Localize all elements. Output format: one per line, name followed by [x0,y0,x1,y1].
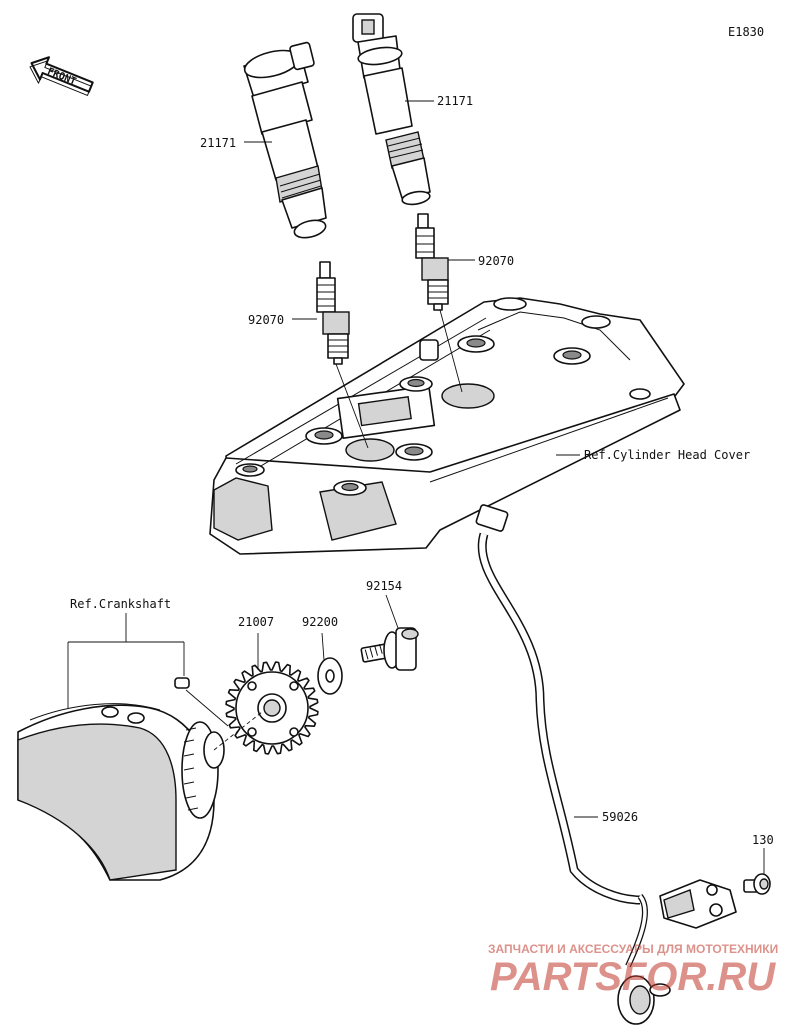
label-crankshaft-ref: Ref.Crankshaft [70,597,171,611]
ignition-coil-right [352,13,431,206]
label-rotor-bolt: 92154 [366,579,402,593]
crankshaft-gear [181,721,225,819]
label-plug-left: 92070 [248,313,284,327]
label-coil-right: 21171 [437,94,473,108]
watermark-tagline: ЗАПЧАСТИ И АКСЕССУАРЫ ДЛЯ МОТОТЕХНИКИ [488,942,778,956]
woodruff-key [174,677,190,689]
crankshaft [17,677,225,881]
spark-plug-left [316,261,350,365]
sensor-bolt [743,873,771,895]
timing-rotor [225,661,319,755]
ignition-coil-left [243,41,327,239]
leader-lines [67,100,765,874]
watermark-brand: PARTSFOR.RU [490,955,776,999]
crank-position-sensor [659,879,737,929]
label-washer: 92200 [302,615,338,629]
spark-plug-right [415,213,449,311]
watermark: ЗАПЧАСТИ И АКСЕССУАРЫ ДЛЯ МОТОТЕХНИКИ PA… [488,942,778,999]
label-coil-left: 21171 [200,136,236,150]
diagram-code: E1830 [728,25,764,39]
label-harness: 59026 [602,810,638,824]
wiring-harness [475,504,737,1025]
rotor-bolt [360,627,419,671]
washer [317,657,343,695]
harness-connector [475,504,509,532]
label-sensor-bolt: 130 [752,833,774,847]
cylinder-head-cover [209,297,685,555]
label-head-cover-ref: Ref.Cylinder Head Cover [584,448,750,462]
label-plug-right: 92070 [478,254,514,268]
label-rotor: 21007 [238,615,274,629]
grommet [617,975,671,1025]
front-arrow-icon: FRONT [29,56,94,96]
